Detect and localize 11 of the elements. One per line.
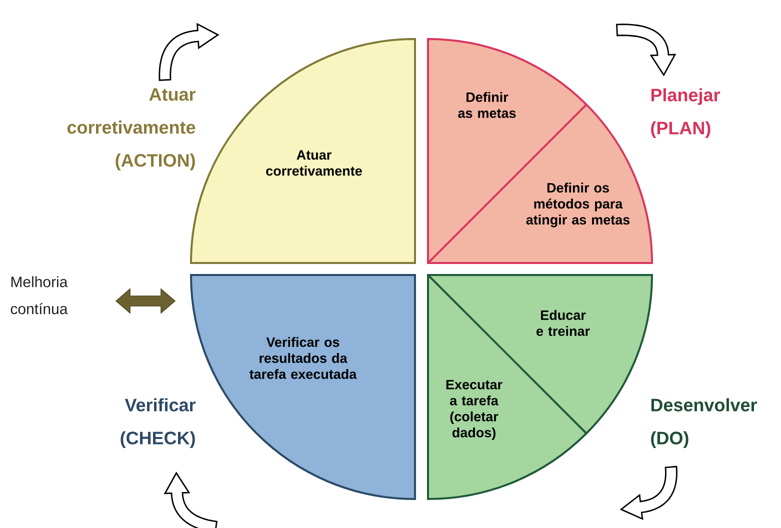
segment-text: Educar e treinar xyxy=(536,310,590,336)
phase-label: Planejar (PLAN) xyxy=(651,88,720,138)
segment-text: Definir os métodos para atingir as metas xyxy=(526,182,630,228)
phase-label: Desenvolver (DO) xyxy=(651,398,757,448)
segment-text: Definir as metas xyxy=(458,92,516,118)
segment-text: Atuar corretivamente xyxy=(266,150,362,176)
phase-label: Atuar corretivamente (ACTION) xyxy=(67,88,196,170)
phase-label: Melhoria contínua xyxy=(10,276,68,314)
segment-text: Executar a tarefa (coletar dados) xyxy=(446,380,502,440)
phase-label: Verificar (CHECK) xyxy=(120,398,196,448)
segment-text: Verificar os resultados da tarefa executada xyxy=(250,337,357,379)
